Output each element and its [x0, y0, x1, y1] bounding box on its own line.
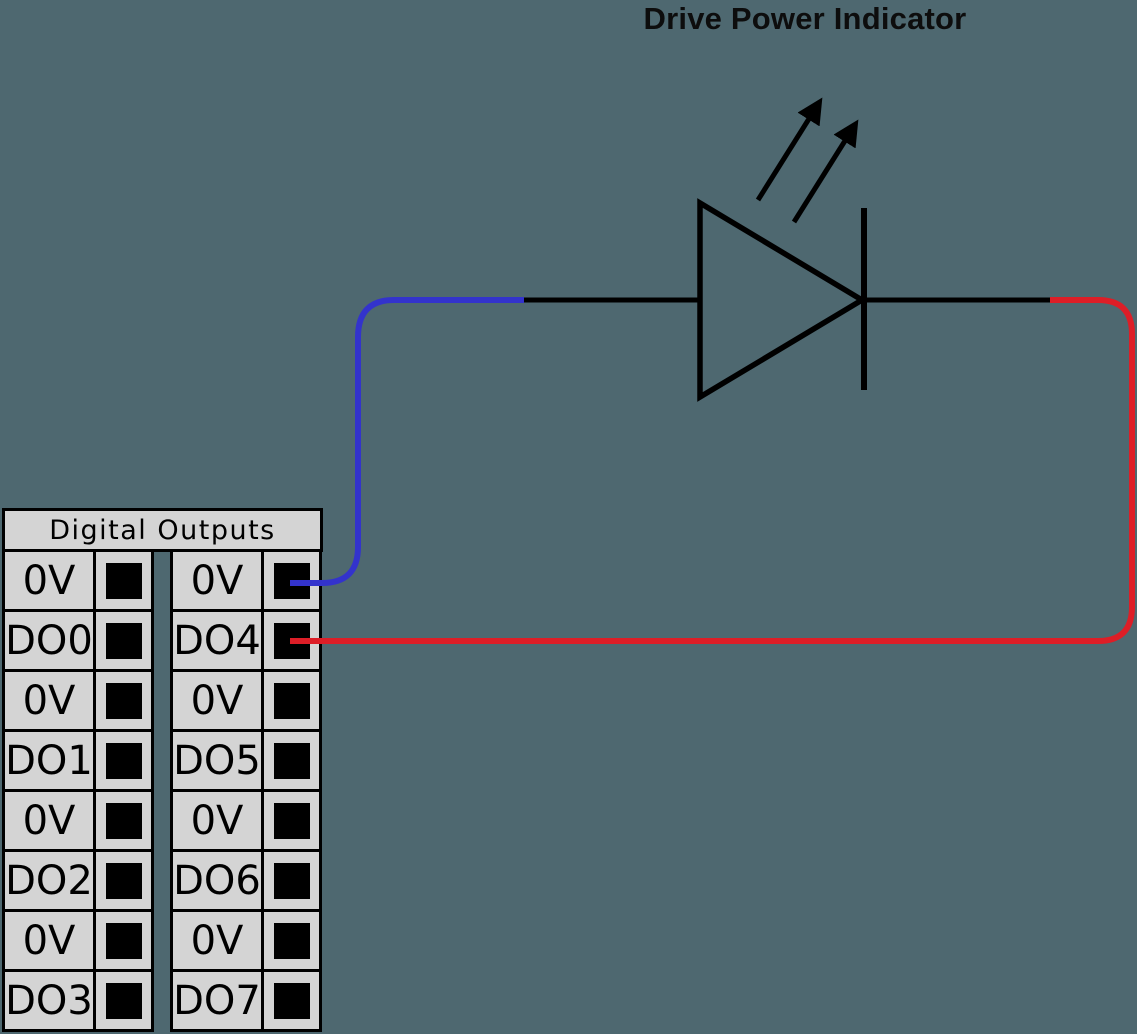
table-row: 0V 0V	[2, 669, 323, 732]
terminal-cell	[93, 789, 154, 852]
column-gap	[154, 789, 170, 852]
terminal-label: DO5	[173, 737, 261, 784]
terminal-label: 0V	[22, 557, 76, 604]
terminal-label: DO1	[5, 737, 93, 784]
terminal-label-cell: 0V	[2, 549, 96, 612]
terminal-cell	[261, 789, 322, 852]
terminal-label-cell: DO0	[2, 609, 96, 672]
terminal-square	[273, 922, 310, 959]
terminal-square	[105, 862, 142, 899]
terminal-label: 0V	[22, 677, 76, 724]
terminal-cell	[261, 549, 322, 612]
terminal-cell	[93, 909, 154, 972]
terminal-cell	[261, 849, 322, 912]
terminal-label-cell: 0V	[170, 549, 264, 612]
terminal-label: DO0	[5, 617, 93, 664]
terminal-cell	[261, 669, 322, 732]
table-row: 0V 0V	[2, 909, 323, 972]
column-gap	[154, 909, 170, 972]
terminal-square	[105, 922, 142, 959]
terminal-label: 0V	[190, 677, 244, 724]
terminal-square	[273, 742, 310, 779]
table-row: DO3 DO7	[2, 969, 323, 1032]
terminal-label: 0V	[190, 797, 244, 844]
led-triangle	[697, 198, 868, 402]
terminal-label: DO3	[5, 977, 93, 1024]
table-row: 0V 0V	[2, 789, 323, 852]
terminal-label: DO6	[173, 857, 261, 904]
terminal-label: DO4	[173, 617, 261, 664]
column-gap	[154, 549, 170, 612]
terminal-square	[105, 802, 142, 839]
terminal-cell	[261, 909, 322, 972]
terminal-label-cell: DO6	[170, 849, 264, 912]
terminal-label: 0V	[190, 557, 244, 604]
terminal-square	[273, 562, 310, 599]
terminal-label-cell: 0V	[170, 669, 264, 732]
terminal-label-cell: 0V	[170, 789, 264, 852]
terminal-cell	[93, 609, 154, 672]
terminal-label: DO7	[173, 977, 261, 1024]
red-wire	[290, 297, 1135, 644]
terminal-label-cell: DO5	[170, 729, 264, 792]
terminal-square	[273, 862, 310, 899]
light-emission-arrow-1	[755, 97, 823, 202]
terminal-square	[273, 622, 310, 659]
terminal-block-header: Digital Outputs	[2, 508, 323, 552]
terminal-label-cell: DO2	[2, 849, 96, 912]
terminal-label-cell: 0V	[170, 909, 264, 972]
terminal-cell	[93, 969, 154, 1032]
light-emission-arrow-2	[791, 119, 859, 224]
column-gap	[154, 669, 170, 732]
terminal-cell	[261, 969, 322, 1032]
table-row: 0V 0V	[2, 549, 323, 612]
terminal-square	[105, 562, 142, 599]
terminal-label: DO2	[5, 857, 93, 904]
diagram-title: Drive Power Indicator	[643, 1, 967, 36]
terminal-label: 0V	[22, 797, 76, 844]
digital-outputs-terminal-block: Digital Outputs 0V 0V DO0 DO4 0V 0V DO1 …	[2, 508, 323, 1032]
column-gap	[154, 969, 170, 1032]
terminal-label-cell: DO7	[170, 969, 264, 1032]
terminal-square	[273, 682, 310, 719]
terminal-block-header-label: Digital Outputs	[49, 514, 276, 546]
terminal-label: 0V	[22, 917, 76, 964]
terminal-cell	[93, 549, 154, 612]
table-row: DO1 DO5	[2, 729, 323, 792]
terminal-label-cell: 0V	[2, 909, 96, 972]
terminal-label: 0V	[190, 917, 244, 964]
column-gap	[154, 609, 170, 672]
table-row: DO0 DO4	[2, 609, 323, 672]
terminal-cell	[93, 849, 154, 912]
terminal-square	[105, 682, 142, 719]
column-gap	[154, 849, 170, 912]
terminal-label-cell: DO3	[2, 969, 96, 1032]
terminal-label-cell: DO4	[170, 609, 264, 672]
terminal-label-cell: 0V	[2, 669, 96, 732]
terminal-square	[273, 802, 310, 839]
blue-wire	[290, 297, 524, 586]
terminal-square	[105, 742, 142, 779]
column-gap	[154, 729, 170, 792]
terminal-label-cell: 0V	[2, 789, 96, 852]
terminal-cell	[261, 729, 322, 792]
table-row: DO2 DO6	[2, 849, 323, 912]
terminal-cell	[261, 609, 322, 672]
terminal-cell	[93, 669, 154, 732]
terminal-label-cell: DO1	[2, 729, 96, 792]
terminal-square	[105, 622, 142, 659]
terminal-square	[105, 982, 142, 1019]
terminal-square	[273, 982, 310, 1019]
terminal-cell	[93, 729, 154, 792]
